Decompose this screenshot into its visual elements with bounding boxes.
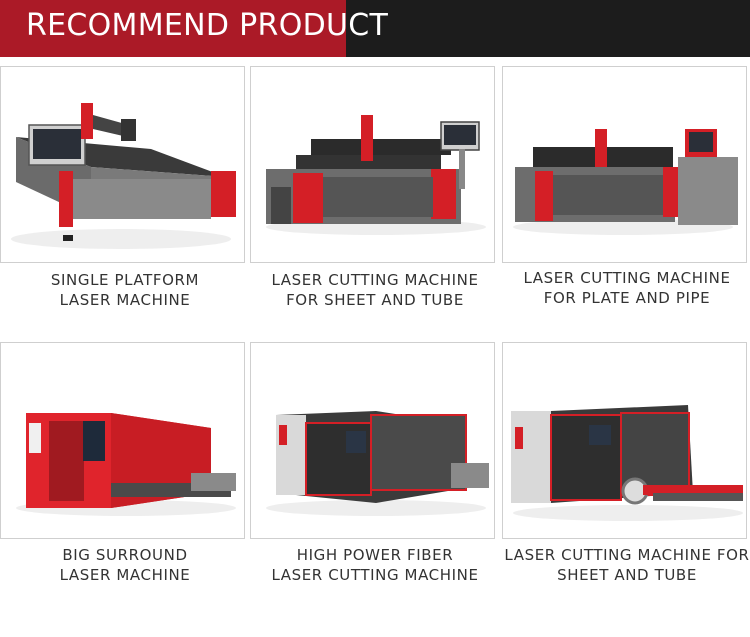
product-caption-1: SINGLE PLATFORM LASER MACHINE (0, 270, 250, 310)
page-title: RECOMMEND PRODUCT (26, 8, 389, 43)
product-caption-line2: LASER MACHINE (59, 291, 191, 309)
header-title-block: RECOMMEND PRODUCT (0, 0, 388, 57)
big-surround-machine-image (16, 413, 236, 516)
product-caption-line1: LASER CUTTING MACHINE (271, 271, 479, 289)
product-caption-line2: SHEET AND TUBE (557, 566, 697, 584)
product-caption-2: LASER CUTTING MACHINE FOR SHEET AND TUBE (250, 270, 500, 310)
product-card-single-platform[interactable] (0, 66, 245, 263)
product-caption-line2: LASER CUTTING MACHINE (271, 566, 479, 584)
plate-pipe-machine-image (513, 129, 738, 235)
product-caption-line1: LASER CUTTING MACHINE FOR (504, 546, 750, 564)
product-caption-line1: HIGH POWER FIBER (296, 546, 454, 564)
product-caption-6: LASER CUTTING MACHINE FOR SHEET AND TUBE (502, 545, 750, 585)
product-caption-5: HIGH POWER FIBER LASER CUTTING MACHINE (250, 545, 500, 585)
product-card-sheet-tube-2[interactable] (502, 342, 747, 539)
high-power-fiber-machine-image (266, 411, 489, 516)
product-caption-line2: FOR SHEET AND TUBE (286, 291, 464, 309)
product-card-high-power-fiber[interactable] (250, 342, 495, 539)
product-card-plate-pipe[interactable] (502, 66, 747, 263)
product-card-big-surround[interactable] (0, 342, 245, 539)
product-caption-line2: LASER MACHINE (59, 566, 191, 584)
sheet-tube-enclosed-machine-image (511, 405, 743, 521)
single-platform-machine-image (11, 103, 236, 249)
product-card-sheet-tube[interactable] (250, 66, 495, 263)
product-caption-4: BIG SURROUND LASER MACHINE (0, 545, 250, 585)
product-caption-line2: FOR PLATE AND PIPE (543, 289, 711, 307)
product-caption-line1: SINGLE PLATFORM (50, 271, 200, 289)
product-caption-line1: BIG SURROUND (62, 546, 188, 564)
product-caption-3: LASER CUTTING MACHINE FOR PLATE AND PIPE (502, 268, 750, 308)
sheet-tube-machine-image (266, 115, 486, 235)
product-caption-line1: LASER CUTTING MACHINE (523, 269, 731, 287)
header-bar: RECOMMEND PRODUCT (0, 0, 750, 57)
